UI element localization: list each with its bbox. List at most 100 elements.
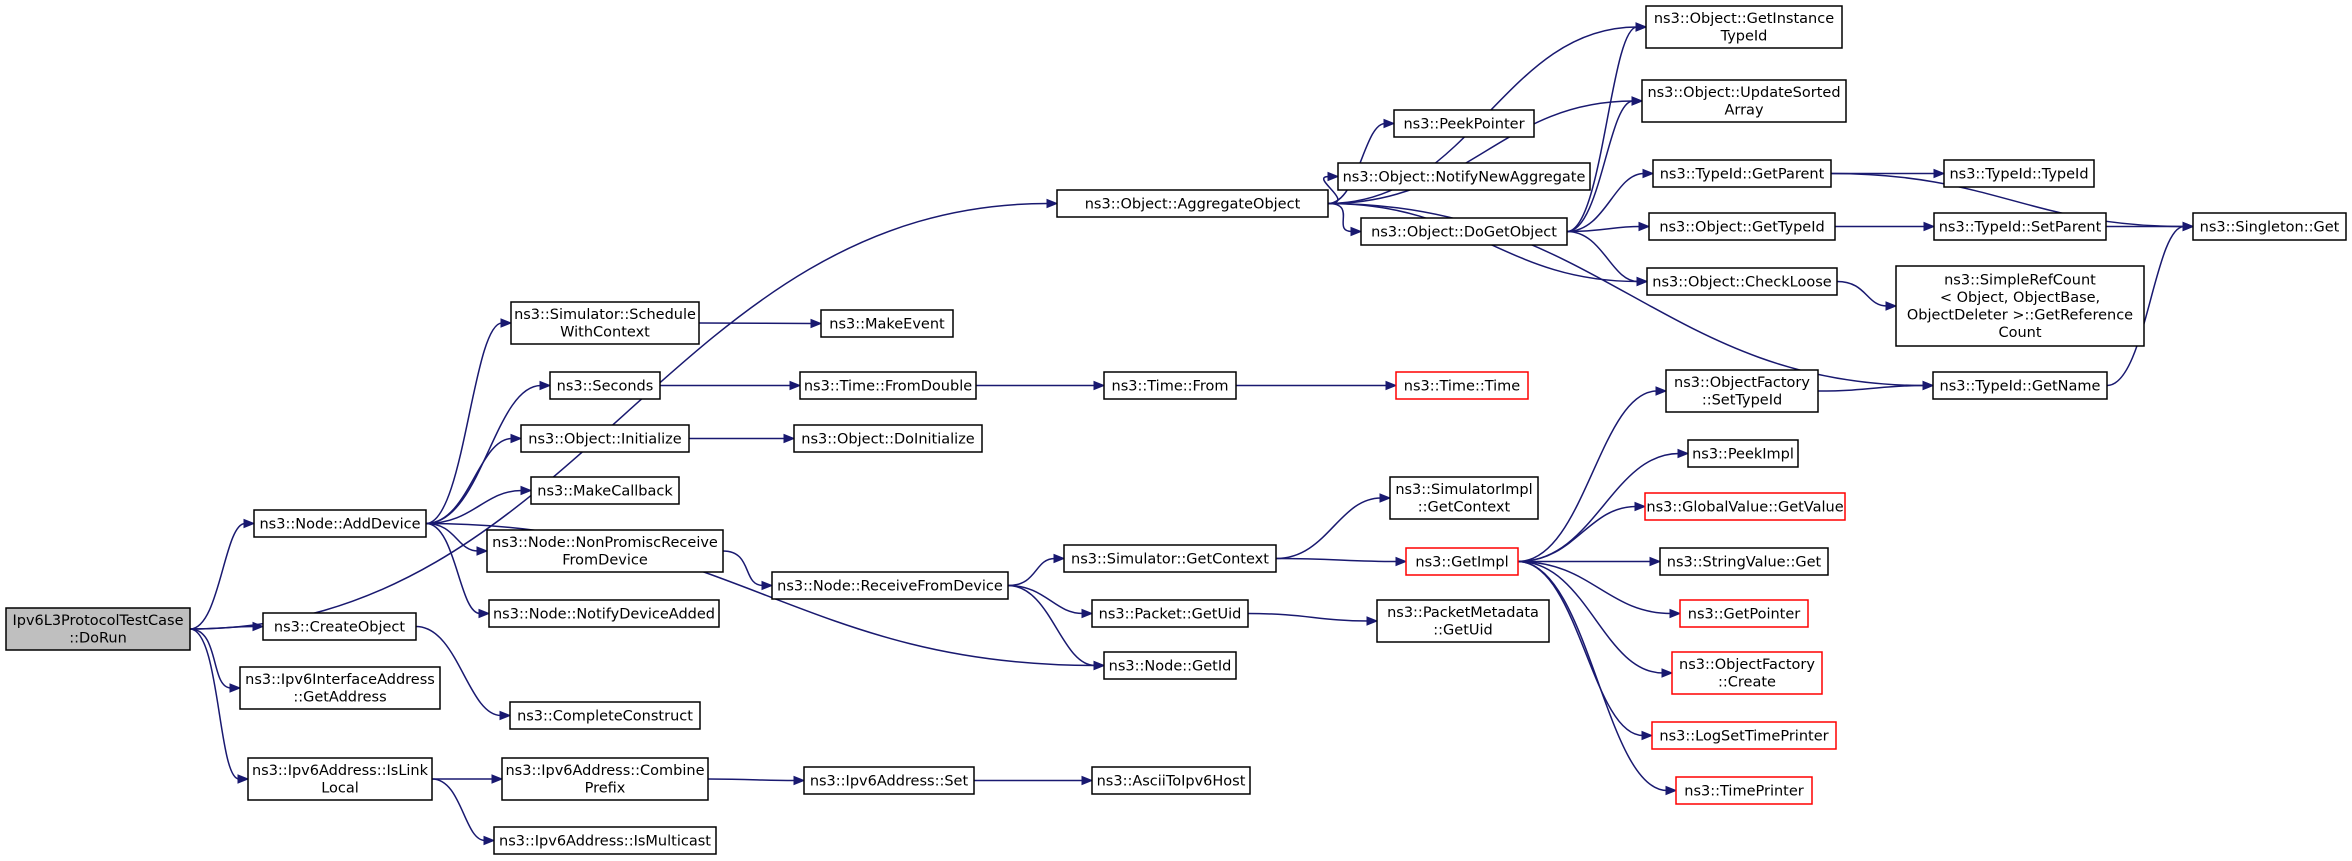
node-label: ns3::TypeId::GetParent [1660, 166, 1825, 182]
node-ipv6set[interactable]: ns3::Ipv6Address::Set [803, 766, 975, 795]
node-label: ns3::Seconds [557, 378, 654, 394]
node-aggregate[interactable]: ns3::Object::AggregateObject [1056, 189, 1329, 218]
node-label: ns3::Time::From [1112, 378, 1229, 394]
node-label: ns3::ObjectFactory [1679, 657, 1815, 673]
node-packetgetuid[interactable]: ns3::Packet::GetUid [1091, 599, 1249, 628]
node-simimplgetctx[interactable]: ns3::SimulatorImpl::GetContext [1389, 476, 1539, 520]
node-label: ns3::Packet::GetUid [1099, 606, 1242, 622]
node-checkloose[interactable]: ns3::Object::CheckLoose [1646, 267, 1838, 296]
node-label: ns3::PeekPointer [1403, 116, 1524, 132]
node-ismulticast[interactable]: ns3::Ipv6Address::IsMulticast [493, 826, 717, 855]
node-receivefromdevice[interactable]: ns3::Node::ReceiveFromDevice [771, 571, 1009, 600]
node-box [1056, 189, 1329, 218]
node-notifynewagg[interactable]: ns3::Object::NotifyNewAggregate [1337, 162, 1591, 191]
node-peekimpl[interactable]: ns3::PeekImpl [1687, 439, 1799, 468]
node-box [1395, 371, 1529, 400]
node-getimpl[interactable]: ns3::GetImpl [1405, 547, 1519, 576]
edge-dogetobject-to-getinstancetypeid [1566, 22, 1648, 233]
node-makecallback[interactable]: ns3::MakeCallback [530, 476, 680, 505]
node-label: ns3::Node::GetId [1109, 658, 1232, 674]
node-label: ::SetTypeId [1702, 393, 1782, 409]
node-asciitoipv6[interactable]: ns3::AsciiToIpv6Host [1091, 766, 1251, 795]
edge-receivefromdevice-to-simgetcontext [1007, 553, 1066, 587]
node-getpointer[interactable]: ns3::GetPointer [1679, 599, 1809, 628]
node-label: ns3::Ipv6InterfaceAddress [245, 672, 435, 688]
node-label: ns3::PeekImpl [1692, 446, 1794, 462]
node-ofsettypeid[interactable]: ns3::ObjectFactory::SetTypeId [1665, 369, 1819, 413]
node-label: Ipv6L3ProtocolTestCase [12, 613, 183, 629]
edge-arrowhead [1046, 198, 1059, 209]
edge-getimpl-to-getpointer [1517, 560, 1682, 619]
edge-arrowhead [243, 518, 256, 529]
edge-dorun-to-createobject [189, 621, 265, 632]
node-objgettypeid[interactable]: ns3::Object::GetTypeId [1648, 212, 1836, 241]
node-getname[interactable]: ns3::TypeId::GetName [1932, 371, 2108, 400]
node-objinit[interactable]: ns3::Object::Initialize [520, 424, 690, 453]
edge-arrowhead [1649, 556, 1662, 567]
node-label: ns3::CompleteConstruct [517, 708, 693, 724]
node-box [1337, 162, 1591, 191]
node-box [1393, 109, 1535, 138]
edge-timefrom-to-timetime [1235, 380, 1398, 391]
node-box [493, 826, 717, 855]
edge-arrowhead [1885, 301, 1898, 311]
node-timefrom[interactable]: ns3::Time::From [1103, 371, 1237, 400]
node-makeevent[interactable]: ns3::MakeEvent [820, 309, 954, 338]
node-logsettime[interactable]: ns3::LogSetTimePrinter [1651, 721, 1837, 750]
node-label: ns3::Object::GetInstance [1654, 11, 1834, 27]
node-simplerefcount[interactable]: ns3::SimpleRefCount< Object, ObjectBase,… [1895, 265, 2145, 347]
edge-islinklocal-to-combineprefix [432, 774, 504, 784]
edge-getimpl-to-ofsettypeid [1517, 386, 1668, 563]
node-notifyadded[interactable]: ns3::Node::NotifyDeviceAdded [488, 599, 720, 628]
node-label: ns3::SimpleRefCount [1944, 273, 2096, 289]
node-label: ns3::Ipv6Address::Combine [505, 763, 704, 779]
node-typeidtypeid[interactable]: ns3::TypeId::TypeId [1943, 159, 2095, 188]
node-label: ns3::Node::AddDevice [259, 516, 420, 532]
node-timetime[interactable]: ns3::Time::Time [1395, 371, 1529, 400]
edge-arrowhead [1081, 775, 1094, 786]
edge-line [189, 202, 1049, 630]
edge-line [1247, 612, 1369, 622]
node-seconds[interactable]: ns3::Seconds [549, 371, 661, 400]
edge-line [425, 522, 481, 615]
node-dogetobject[interactable]: ns3::Object::DoGetObject [1360, 217, 1568, 246]
node-ifgetaddress[interactable]: ns3::Ipv6InterfaceAddress::GetAddress [239, 666, 441, 710]
node-pmgetuid[interactable]: ns3::PacketMetadata::GetUid [1376, 599, 1550, 643]
edge-arrowhead [1053, 553, 1066, 564]
edge-dorun-to-ifgetaddress [189, 628, 242, 693]
node-createobject[interactable]: ns3::CreateObject [262, 612, 417, 641]
node-svget[interactable]: ns3::StringValue::Get [1659, 547, 1829, 576]
node-peekpointer[interactable]: ns3::PeekPointer [1393, 109, 1535, 138]
node-ofcreate[interactable]: ns3::ObjectFactory::Create [1671, 651, 1823, 695]
node-singletonget[interactable]: ns3::Singleton::Get [2192, 212, 2347, 241]
node-simgetcontext[interactable]: ns3::Simulator::GetContext [1063, 544, 1277, 573]
node-box [262, 612, 417, 641]
node-setparent[interactable]: ns3::TypeId::SetParent [1933, 212, 2107, 241]
node-label: ns3::Simulator::Schedule [514, 307, 696, 323]
edge-receivefromdevice-to-packetgetuid [1007, 584, 1094, 619]
node-getparent[interactable]: ns3::TypeId::GetParent [1652, 159, 1832, 188]
node-doinitialize[interactable]: ns3::Object::DoInitialize [793, 424, 983, 453]
edge-getimpl-to-ofcreate [1517, 560, 1674, 678]
edge-arrowhead [1677, 448, 1690, 459]
node-fromdouble[interactable]: ns3::Time::FromDouble [799, 371, 977, 400]
node-adddevice[interactable]: ns3::Node::AddDevice [253, 509, 427, 538]
edge-arrowhead [793, 775, 806, 786]
node-gvgetvalue[interactable]: ns3::GlobalValue::GetValue [1644, 492, 1846, 521]
node-box [520, 424, 690, 453]
edge-aggregate-to-notifynewagg [1322, 171, 1340, 205]
edge-objinit-to-doinitialize [688, 433, 796, 444]
node-timeprinter[interactable]: ns3::TimePrinter [1675, 776, 1813, 805]
node-nodegetid[interactable]: ns3::Node::GetId [1103, 651, 1237, 680]
edge-arrowhead [1634, 501, 1647, 512]
node-box [799, 371, 977, 400]
node-completeconstruct[interactable]: ns3::CompleteConstruct [509, 701, 701, 730]
edge-line [1007, 584, 1096, 667]
edge-arrowhead [1635, 22, 1648, 32]
